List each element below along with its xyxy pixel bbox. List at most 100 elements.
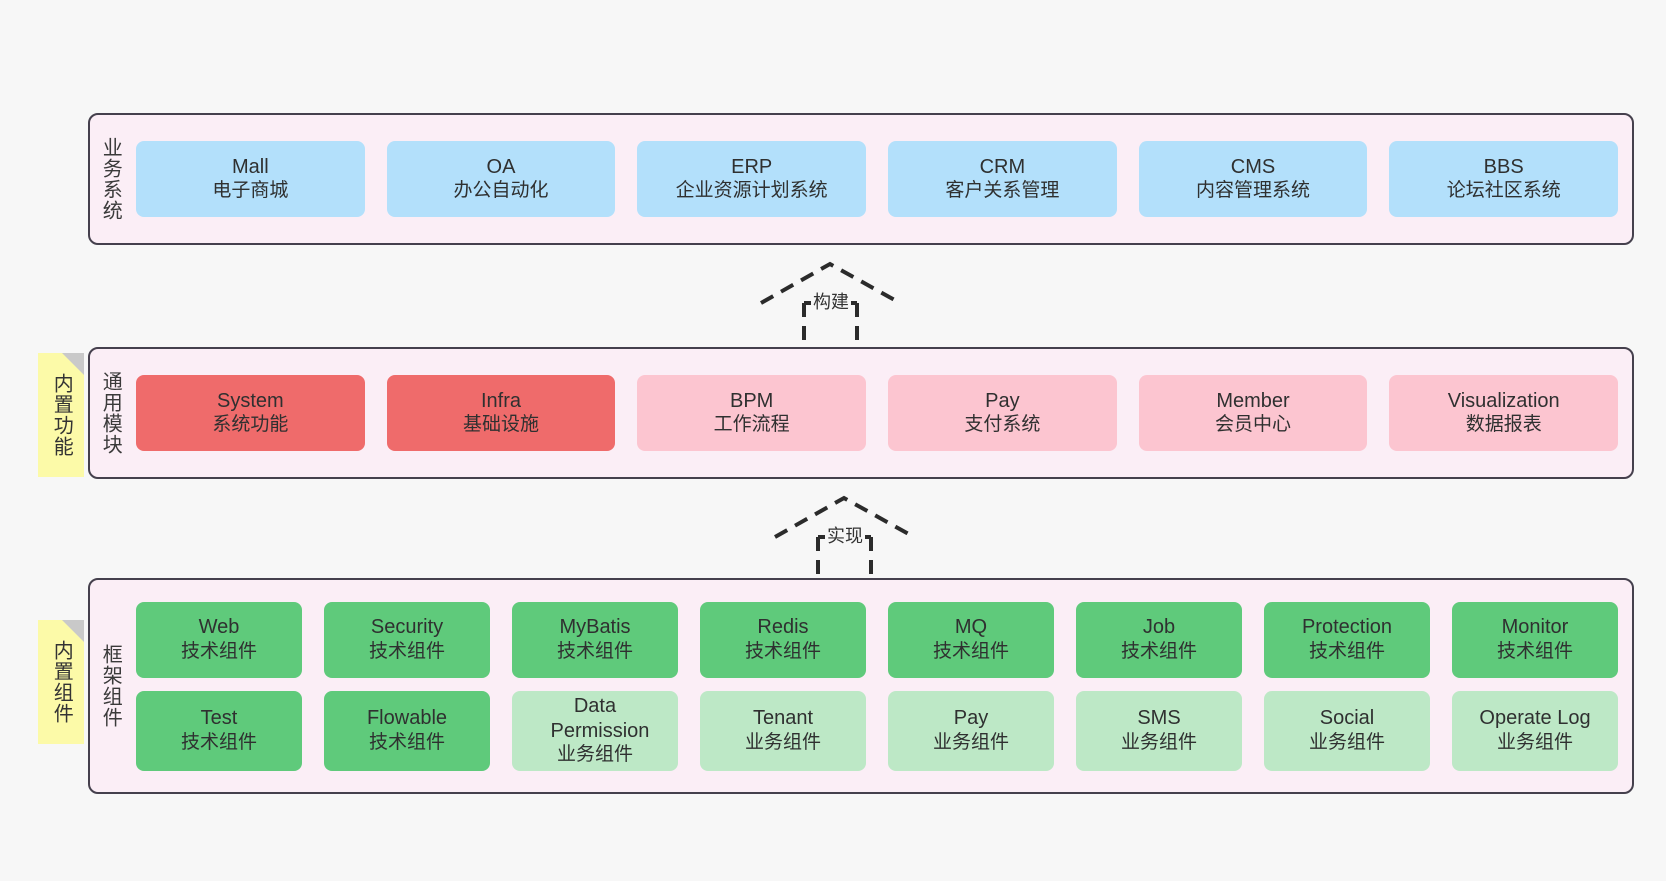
- card-title: Pay: [985, 389, 1020, 412]
- card-bbs[interactable]: BBS 论坛社区系统: [1389, 141, 1619, 217]
- card-title: ERP: [731, 155, 773, 178]
- card-title: SMS: [1137, 707, 1181, 730]
- connector-label-build: 构建: [811, 288, 851, 314]
- layer-title-business-system: 业务系统: [99, 137, 122, 221]
- card-row: System 系统功能 Infra 基础设施 BPM 工作流程 Pay 支付系统…: [136, 375, 1619, 451]
- card-subtitle: 会员中心: [1215, 414, 1292, 436]
- card-redis[interactable]: Redis 技术组件: [700, 601, 866, 678]
- layer-business-system: 业务系统 Mall 电子商城 OA 办公自动化 ERP 企业资源计划系统 CRM…: [88, 113, 1634, 245]
- card-subtitle: 企业资源计划系统: [675, 180, 828, 202]
- card-oa[interactable]: OA 办公自动化: [386, 141, 616, 217]
- card-subtitle: 技术组件: [556, 640, 633, 662]
- card-subtitle: 支付系统: [964, 414, 1041, 436]
- page-fold-icon: [62, 353, 84, 375]
- card-row: Web 技术组件 Security 技术组件 MyBatis 技术组件 Redi…: [136, 601, 1618, 678]
- layer-body-framework-component: Web 技术组件 Security 技术组件 MyBatis 技术组件 Redi…: [130, 580, 1632, 792]
- card-erp[interactable]: ERP 企业资源计划系统: [637, 141, 867, 217]
- card-row: Mall 电子商城 OA 办公自动化 ERP 企业资源计划系统 CRM 客户关系…: [136, 141, 1619, 217]
- card-subtitle: 系统功能: [212, 414, 289, 436]
- card-title: BBS: [1483, 155, 1524, 178]
- card-social[interactable]: Social 业务组件: [1264, 690, 1430, 771]
- card-pay[interactable]: Pay 支付系统: [888, 375, 1117, 451]
- card-title: Redis: [757, 616, 809, 639]
- card-subtitle: 技术组件: [932, 640, 1009, 662]
- card-title: MyBatis: [559, 616, 631, 639]
- card-crm[interactable]: CRM 客户关系管理: [888, 141, 1117, 217]
- card-data-permission[interactable]: Data Permission 业务组件: [512, 690, 678, 771]
- card-title: Pay: [953, 707, 989, 730]
- card-title: MQ: [954, 616, 988, 639]
- card-subtitle: 数据报表: [1465, 414, 1542, 436]
- layer-title-framework-component: 框架组件: [99, 644, 122, 728]
- card-web[interactable]: Web 技术组件: [136, 601, 302, 678]
- card-pay-business[interactable]: Pay 业务组件: [888, 690, 1054, 771]
- card-subtitle: 技术组件: [1308, 640, 1385, 662]
- card-subtitle: 技术组件: [744, 640, 821, 662]
- card-subtitle: 工作流程: [713, 414, 790, 436]
- card-test[interactable]: Test 技术组件: [136, 690, 302, 771]
- card-subtitle: 电子商城: [212, 180, 289, 202]
- card-subtitle: 技术组件: [1496, 640, 1573, 662]
- card-protection[interactable]: Protection 技术组件: [1264, 601, 1430, 678]
- card-subtitle: 业务组件: [556, 744, 633, 766]
- sticky-note-builtin-component: 内置组件: [38, 620, 84, 744]
- card-subtitle: 技术组件: [368, 640, 445, 662]
- card-operate-log[interactable]: Operate Log 业务组件: [1452, 690, 1618, 771]
- card-title: Test: [200, 707, 238, 730]
- card-tenant[interactable]: Tenant 业务组件: [700, 690, 866, 771]
- layer-title-common-module: 通用模块: [99, 371, 122, 455]
- card-subtitle: 业务组件: [932, 731, 1009, 753]
- card-flowable[interactable]: Flowable 技术组件: [324, 690, 490, 771]
- connector-build: 构建: [756, 258, 906, 346]
- card-subtitle: 技术组件: [1120, 640, 1197, 662]
- card-subtitle: 业务组件: [1308, 731, 1385, 753]
- card-title: Protection: [1301, 616, 1393, 639]
- card-title: Social: [1319, 707, 1375, 730]
- sticky-note-label: 内置功能: [50, 373, 73, 457]
- card-subtitle: 技术组件: [180, 731, 257, 753]
- layer-body-business-system: Mall 电子商城 OA 办公自动化 ERP 企业资源计划系统 CRM 客户关系…: [130, 115, 1632, 243]
- card-subtitle: 基础设施: [463, 414, 540, 436]
- connector-implement: 实现: [770, 492, 920, 580]
- card-infra[interactable]: Infra 基础设施: [386, 375, 616, 451]
- card-title: Data Permission: [550, 695, 650, 742]
- card-subtitle: 内容管理系统: [1196, 180, 1311, 202]
- card-title: Flowable: [366, 707, 448, 730]
- card-title: CMS: [1230, 155, 1276, 178]
- card-title: Security: [370, 616, 444, 639]
- sticky-note-label: 内置组件: [50, 640, 73, 724]
- card-cms[interactable]: CMS 内容管理系统: [1138, 141, 1368, 217]
- card-row: Test 技术组件 Flowable 技术组件 Data Permission …: [136, 690, 1618, 771]
- connector-label-implement: 实现: [825, 522, 865, 548]
- card-mq[interactable]: MQ 技术组件: [888, 601, 1054, 678]
- card-system[interactable]: System 系统功能: [136, 375, 365, 451]
- card-job[interactable]: Job 技术组件: [1076, 601, 1242, 678]
- card-title: Monitor: [1501, 616, 1569, 639]
- card-subtitle: 论坛社区系统: [1446, 180, 1561, 202]
- card-title: Member: [1216, 389, 1290, 412]
- card-title: Tenant: [752, 707, 814, 730]
- layer-framework-component: 框架组件 Web 技术组件 Security 技术组件 MyBatis 技术组件…: [88, 578, 1634, 794]
- card-subtitle: 业务组件: [744, 731, 821, 753]
- card-subtitle: 办公自动化: [453, 180, 549, 202]
- card-member[interactable]: Member 会员中心: [1138, 375, 1368, 451]
- card-subtitle: 技术组件: [368, 731, 445, 753]
- card-title: Operate Log: [1479, 707, 1591, 730]
- card-mall[interactable]: Mall 电子商城: [136, 141, 365, 217]
- page-fold-icon: [62, 620, 84, 642]
- sticky-note-builtin-function: 内置功能: [38, 353, 84, 477]
- card-title: OA: [486, 155, 516, 178]
- layer-body-common-module: System 系统功能 Infra 基础设施 BPM 工作流程 Pay 支付系统…: [130, 349, 1632, 477]
- card-bpm[interactable]: BPM 工作流程: [637, 375, 867, 451]
- card-title: CRM: [979, 155, 1026, 178]
- card-title: Web: [198, 616, 240, 639]
- card-sms[interactable]: SMS 业务组件: [1076, 690, 1242, 771]
- card-monitor[interactable]: Monitor 技术组件: [1452, 601, 1618, 678]
- card-title: Job: [1142, 616, 1176, 639]
- card-visualization[interactable]: Visualization 数据报表: [1389, 375, 1619, 451]
- card-subtitle: 技术组件: [180, 640, 257, 662]
- card-title: BPM: [730, 389, 774, 412]
- card-mybatis[interactable]: MyBatis 技术组件: [512, 601, 678, 678]
- card-security[interactable]: Security 技术组件: [324, 601, 490, 678]
